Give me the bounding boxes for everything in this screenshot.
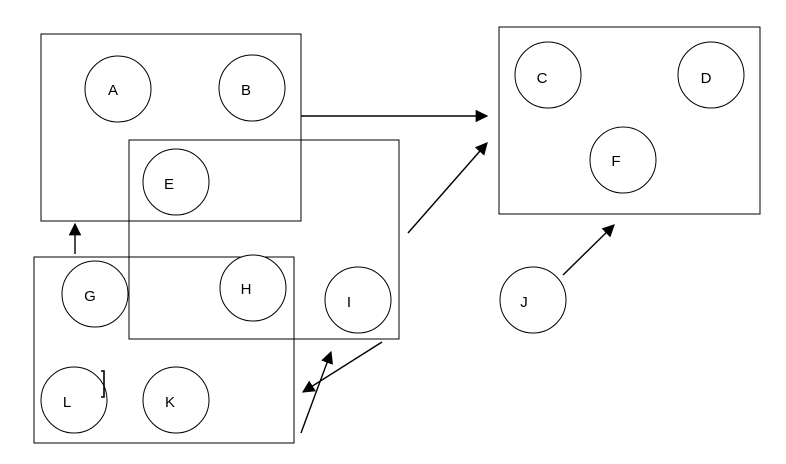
node-label: B — [241, 82, 251, 99]
node-label: K — [165, 394, 175, 411]
node-label: E — [164, 176, 174, 193]
group-box-e-h-i — [128, 139, 400, 340]
node-l: L — [40, 366, 108, 434]
node-f: F — [589, 126, 657, 194]
node-g: G — [61, 260, 129, 328]
node-label: F — [611, 153, 620, 170]
node-b: B — [218, 54, 286, 122]
node-e: E — [142, 148, 210, 216]
node-h: H — [219, 254, 287, 322]
edge-group-e-h-i-to-g-h-l-k — [301, 341, 383, 393]
node-label: D — [701, 70, 712, 87]
node-label: G — [84, 288, 96, 305]
text-cursor-icon — [101, 370, 105, 398]
node-i: I — [324, 266, 392, 334]
node-label: A — [108, 82, 118, 99]
node-label: C — [537, 70, 548, 87]
node-label: L — [63, 394, 71, 411]
node-k: K — [142, 366, 210, 434]
node-a: A — [84, 55, 152, 123]
group-box-g-h-l-k — [33, 256, 295, 444]
node-d: D — [677, 41, 745, 109]
node-c: C — [514, 41, 582, 109]
node-label: J — [520, 294, 528, 311]
node-label: H — [241, 281, 252, 298]
edge-j-to-cdf — [562, 224, 615, 276]
group-box-cdf — [498, 26, 761, 215]
edge-group-g-h-l-k-to-e-h-i — [300, 350, 333, 434]
group-box-ab-e — [40, 33, 302, 222]
node-j: J — [499, 266, 567, 334]
edge-group-e-h-i-to-cdf — [407, 142, 488, 234]
node-label: I — [347, 294, 351, 311]
